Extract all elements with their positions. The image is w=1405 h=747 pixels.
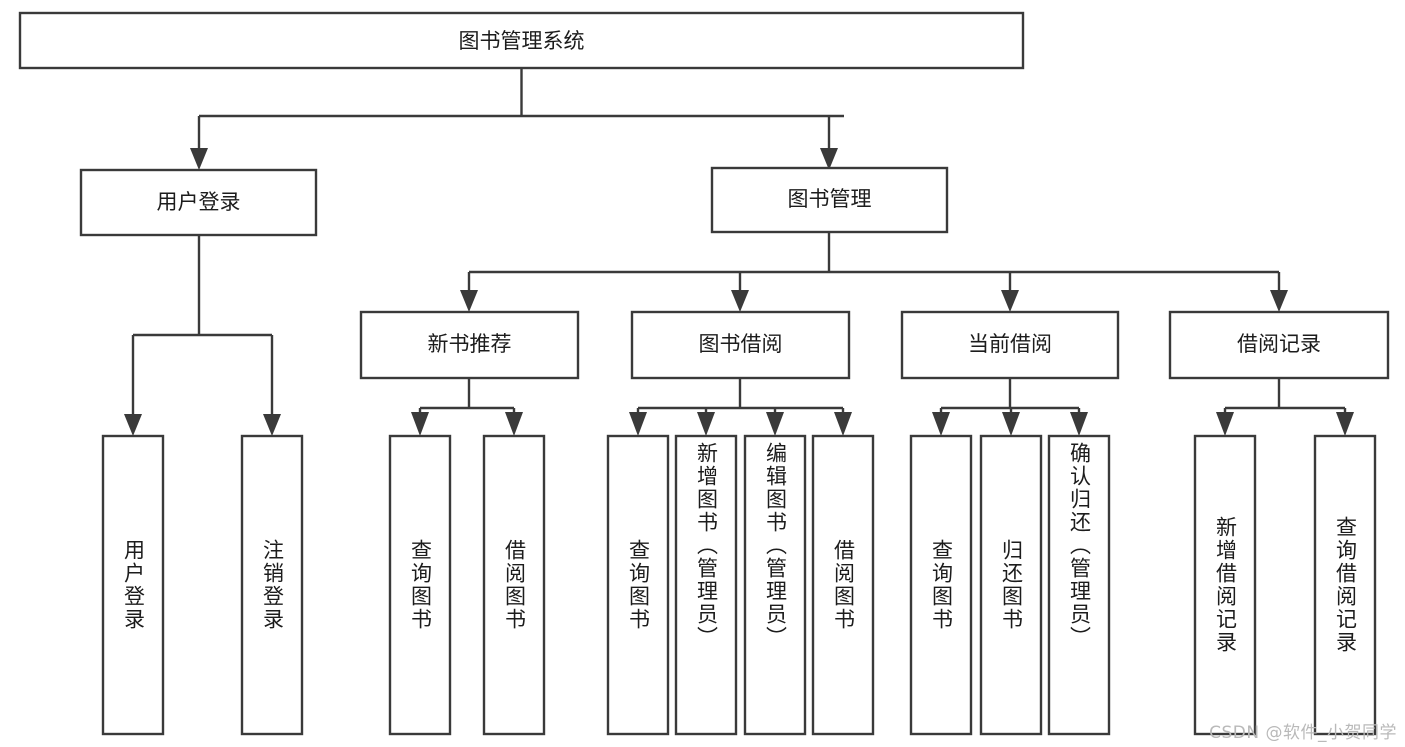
node-leaf-user-login-rect[interactable] <box>101 434 165 736</box>
node-user-login[interactable]: 用户登录 <box>79 168 318 237</box>
node-book-borrow[interactable]: 图书借阅 <box>630 310 851 380</box>
node-book-manage-rect[interactable] <box>710 166 949 234</box>
node-leaf-borrow-book-2-rect[interactable] <box>811 434 875 736</box>
arrowhead-leaf-logout-login <box>263 414 281 436</box>
node-leaf-edit-book-admin-rect[interactable] <box>743 434 807 736</box>
arrowhead-leaf-confirm-return-admin <box>1070 412 1088 436</box>
arrowhead-leaf-return-book <box>1002 412 1020 436</box>
node-root-label: 图书管理系统 <box>459 29 585 53</box>
connector-group-current-borrow <box>932 378 1088 436</box>
arrowhead-user-login <box>190 148 208 170</box>
arrowhead-leaf-query-book-3 <box>932 412 950 436</box>
arrowhead-leaf-borrow-book-2 <box>834 412 852 436</box>
node-root-rect[interactable] <box>18 11 1025 70</box>
node-book-borrow-label: 图书借阅 <box>699 332 783 356</box>
node-new-book-recommend-rect[interactable] <box>359 310 580 380</box>
node-user-login-rect[interactable] <box>79 168 318 237</box>
arrowhead-leaf-query-book-2 <box>629 412 647 436</box>
connector-group-borrow-record <box>1216 378 1354 436</box>
node-leaf-query-book-2-rect[interactable] <box>606 434 670 736</box>
node-leaf-borrow-book-1-rect[interactable] <box>482 434 546 736</box>
arrowhead-book-manage <box>820 148 838 170</box>
node-leaf-return-book-rect[interactable] <box>979 434 1043 736</box>
arrowhead-leaf-borrow-book-1 <box>505 412 523 436</box>
node-leaf-query-book-3-rect[interactable] <box>909 434 973 736</box>
connector-group-user-login <box>124 235 281 436</box>
node-leaf-query-book-1-rect[interactable] <box>388 434 452 736</box>
node-current-borrow[interactable]: 当前借阅 <box>900 310 1120 380</box>
connector-group-book-manage <box>460 232 1288 312</box>
node-book-borrow-rect[interactable] <box>630 310 851 380</box>
node-borrow-record[interactable]: 借阅记录 <box>1168 310 1390 380</box>
node-borrow-record-rect[interactable] <box>1168 310 1390 380</box>
connector-group-book-borrow <box>629 378 852 436</box>
node-root[interactable]: 图书管理系统 <box>18 11 1025 70</box>
connector-group-root <box>190 68 844 170</box>
connector-group-new-book-recommend <box>411 378 523 436</box>
node-borrow-record-label: 借阅记录 <box>1237 332 1321 356</box>
node-current-borrow-rect[interactable] <box>900 310 1120 380</box>
node-leaf-add-book-admin-rect[interactable] <box>674 434 738 736</box>
arrowhead-leaf-add-book-admin <box>697 412 715 436</box>
watermark-text: CSDN @软件_小贺同学 <box>1209 723 1397 743</box>
arrowhead-new-book-recommend <box>460 290 478 312</box>
node-book-manage[interactable]: 图书管理 <box>710 166 949 234</box>
arrowhead-leaf-add-borrow-record <box>1216 412 1234 436</box>
arrowhead-leaf-user-login <box>124 414 142 436</box>
node-leaf-query-borrow-record-rect[interactable] <box>1313 434 1377 736</box>
node-user-login-label: 用户登录 <box>157 190 241 214</box>
node-new-book-recommend[interactable]: 新书推荐 <box>359 310 580 380</box>
arrowhead-leaf-query-borrow-record <box>1336 412 1354 436</box>
node-leaf-confirm-return-admin-rect[interactable] <box>1047 434 1111 736</box>
arrowhead-borrow-record <box>1270 290 1288 312</box>
node-new-book-recommend-label: 新书推荐 <box>428 332 512 356</box>
node-leaf-logout-login-rect[interactable] <box>240 434 304 736</box>
node-leaf-add-borrow-record-rect[interactable] <box>1193 434 1257 736</box>
arrowhead-leaf-edit-book-admin <box>766 412 784 436</box>
node-current-borrow-label: 当前借阅 <box>968 332 1052 356</box>
arrowhead-current-borrow <box>1001 290 1019 312</box>
arrowhead-book-borrow <box>731 290 749 312</box>
arrowhead-leaf-query-book-1 <box>411 412 429 436</box>
node-book-manage-label: 图书管理 <box>788 187 872 211</box>
